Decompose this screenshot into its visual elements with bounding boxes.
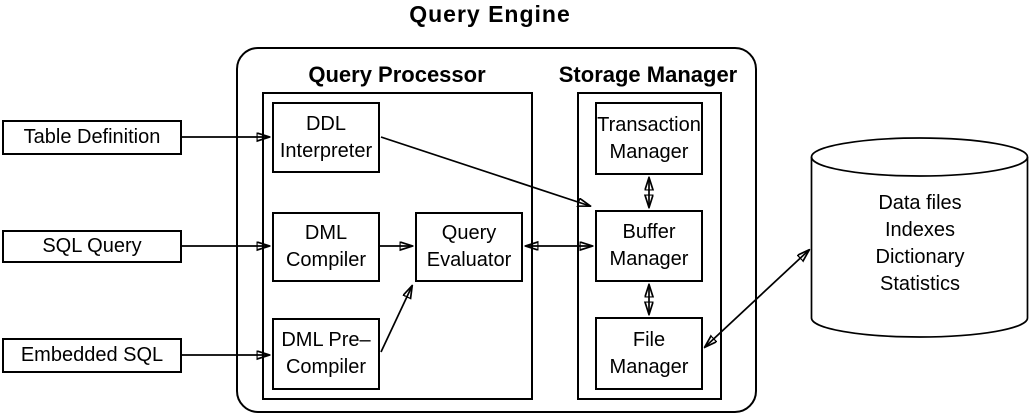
diagram-title: Query Engine: [409, 1, 571, 27]
node-label: Query: [441, 222, 497, 244]
node-label: File: [632, 328, 666, 351]
node-label: Evaluator: [426, 249, 512, 271]
input-label: Table Definition: [23, 126, 161, 148]
datastore-label: Dictionary: [875, 246, 965, 268]
datastore-label: Statistics: [879, 273, 961, 295]
query-processor-heading: Query Processor: [308, 62, 486, 87]
node-label: Manager: [609, 140, 689, 163]
node-buffer-manager: Buffer Manager: [595, 210, 703, 282]
node-query-evaluator: Query Evaluator: [415, 212, 523, 282]
datastore-label: Indexes: [884, 219, 956, 241]
node-label: Manager: [609, 355, 689, 378]
node-label: Compiler: [285, 249, 367, 271]
node-label: DML: [304, 222, 348, 244]
node-label: DDL: [305, 112, 346, 135]
node-dml-precompiler: DML Pre– Compiler: [272, 318, 380, 390]
input-box-table-definition: Table Definition: [2, 120, 182, 155]
query-engine-frame: [236, 47, 757, 413]
node-label: Manager: [609, 248, 689, 270]
input-box-embedded-sql: Embedded SQL: [2, 338, 182, 373]
input-label: Embedded SQL: [20, 344, 164, 366]
datastore-label: Data files: [878, 192, 962, 214]
node-label: DML Pre–: [281, 329, 371, 351]
node-label: Interpreter: [279, 139, 373, 162]
node-label: Buffer: [622, 221, 676, 243]
node-label: Transaction: [597, 113, 701, 136]
input-box-sql-query: SQL Query: [2, 230, 182, 263]
node-transaction-manager: Transaction Manager: [595, 102, 703, 175]
node-ddl-interpreter: DDL Interpreter: [272, 102, 380, 173]
datastore-labels: Data files Indexes Dictionary Statistics: [812, 190, 1028, 298]
node-file-manager: File Manager: [595, 317, 703, 390]
storage-manager-heading: Storage Manager: [558, 62, 738, 87]
node-label: Compiler: [285, 356, 367, 378]
input-label: SQL Query: [42, 235, 142, 257]
node-dml-compiler: DML Compiler: [272, 212, 380, 282]
